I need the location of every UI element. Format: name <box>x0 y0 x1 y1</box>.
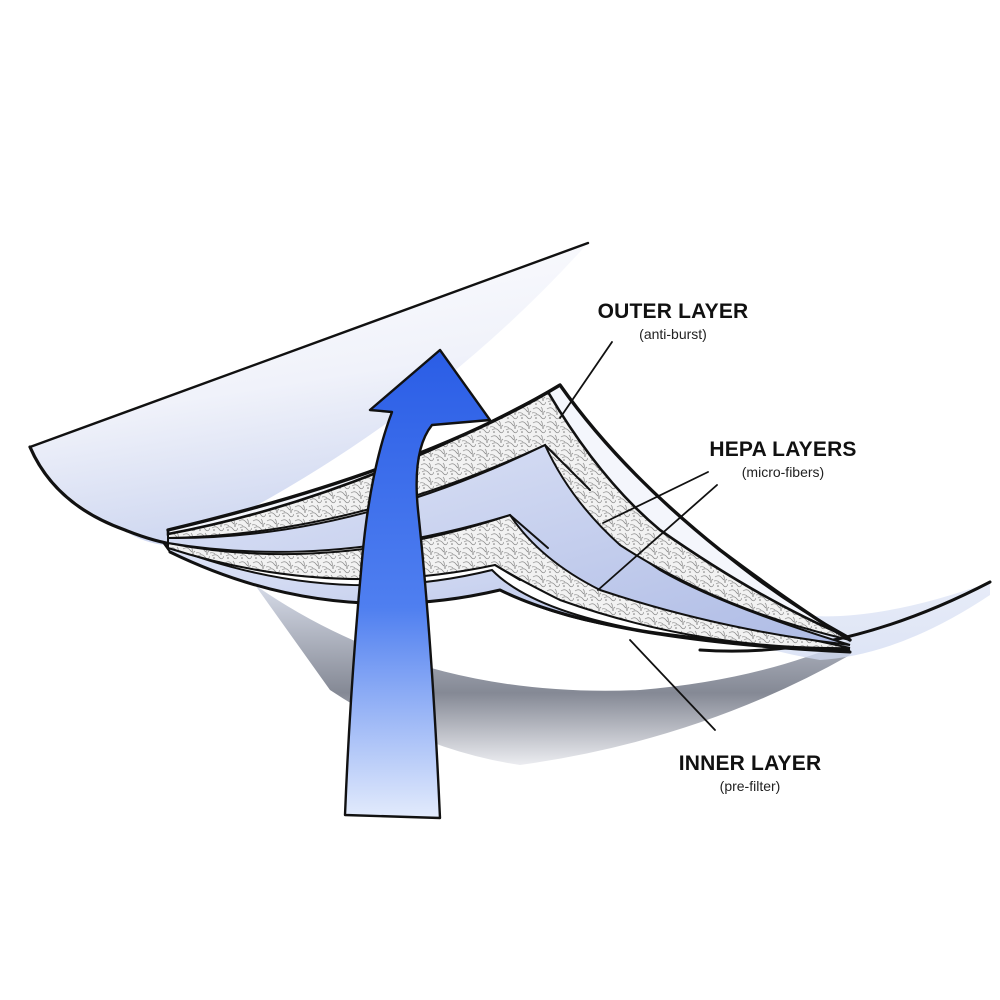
layer-stack <box>162 383 852 654</box>
outer-layer-title: OUTER LAYER <box>598 300 749 323</box>
inner-layer-label: INNER LAYER (pre-filter) <box>679 752 822 794</box>
hepa-layers-label: HEPA LAYERS (micro-fibers) <box>709 438 856 480</box>
outer-layer-leader <box>559 341 613 419</box>
airflow-arrow <box>343 348 492 820</box>
outer-layer-label: OUTER LAYER (anti-burst) <box>598 300 749 342</box>
sheet-top-edge <box>28 241 590 449</box>
hepa-leader-1 <box>602 471 709 524</box>
outer-layer-subtitle: (anti-burst) <box>639 326 707 342</box>
sheet-left-curl <box>28 445 180 547</box>
inner-layer-subtitle: (pre-filter) <box>720 778 781 794</box>
filter-sheet-left <box>30 243 588 546</box>
inner-layer-title: INNER LAYER <box>679 752 822 775</box>
hepa-leader-2 <box>597 484 718 591</box>
inner-layer-leader <box>629 639 716 731</box>
hepa-layers-subtitle: (micro-fibers) <box>742 464 824 480</box>
hepa-layers-title: HEPA LAYERS <box>709 438 856 461</box>
